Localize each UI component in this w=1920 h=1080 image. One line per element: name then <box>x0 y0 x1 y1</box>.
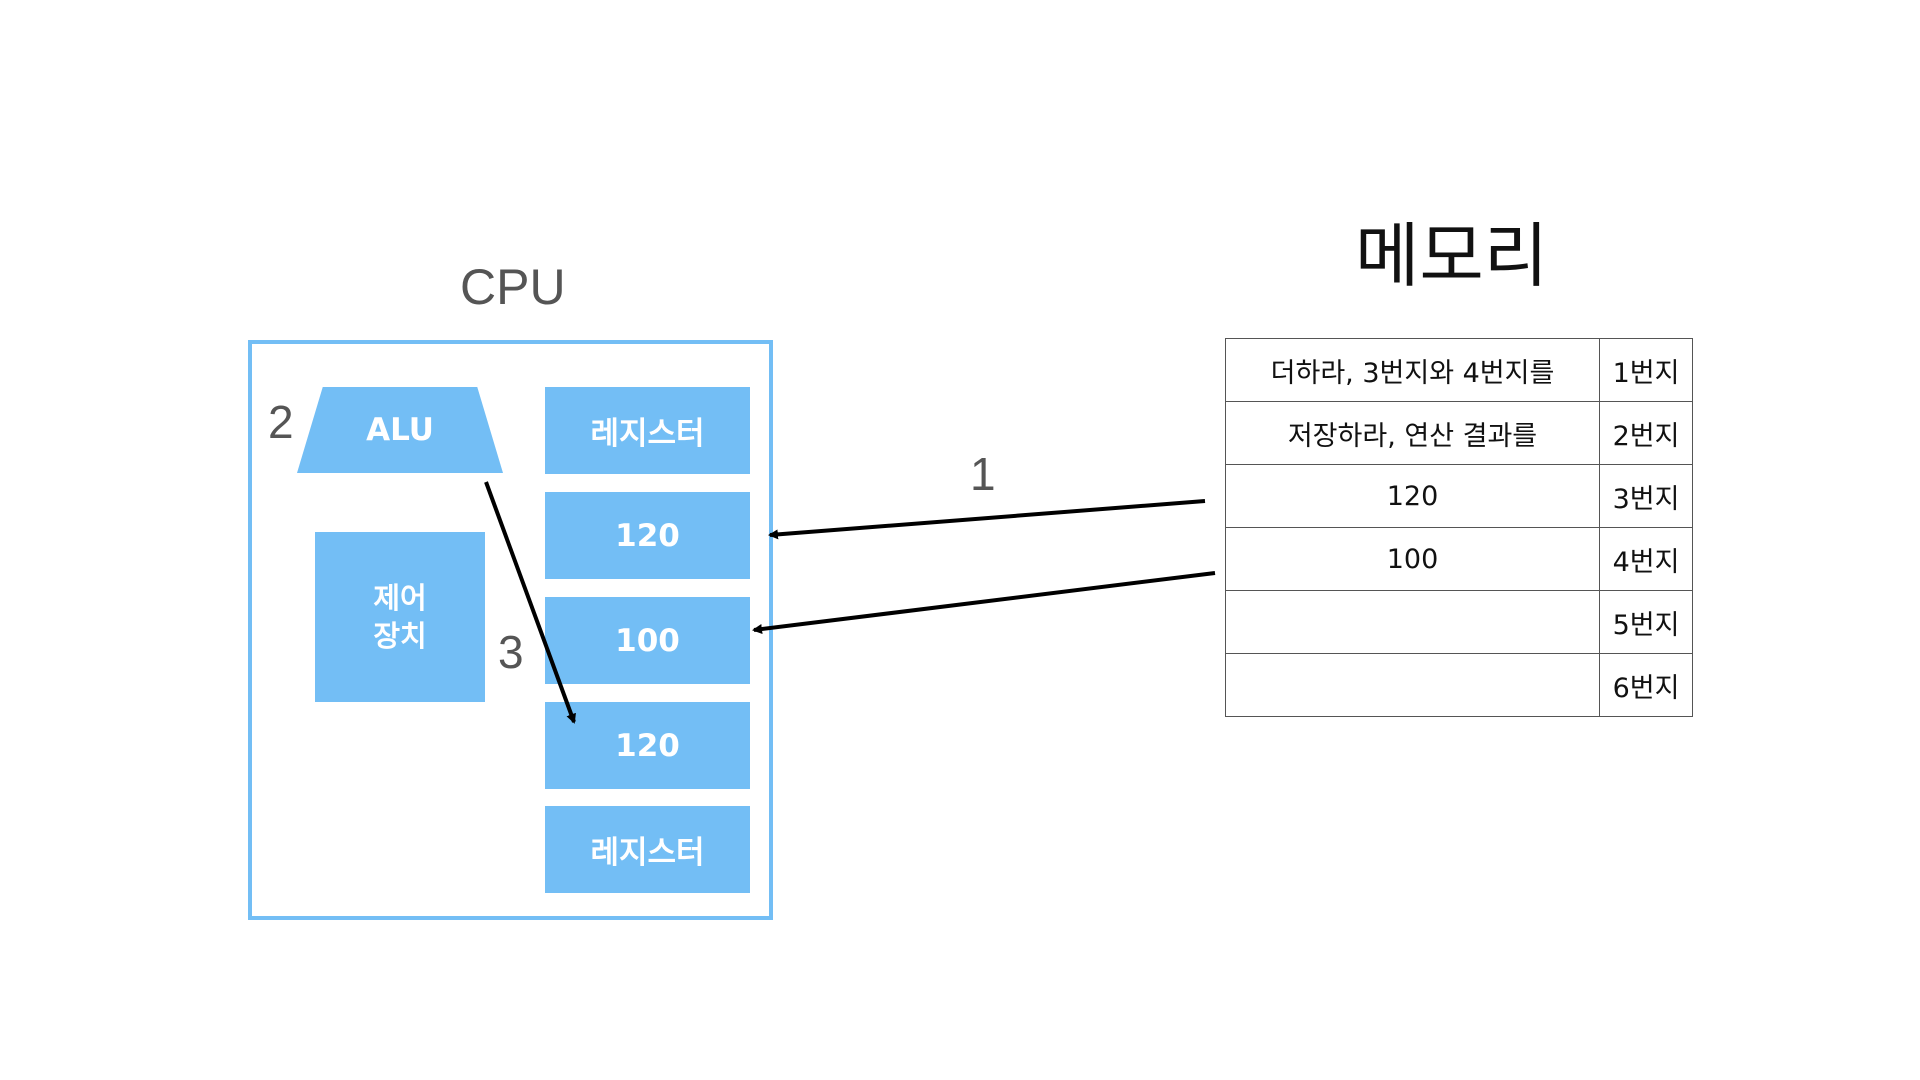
arrow-memory-4-to-register-3 <box>752 571 1216 634</box>
memory-cell-address: 6번지 <box>1599 653 1693 717</box>
arrow-memory-3-to-register-2 <box>768 499 1206 540</box>
memory-row: 5번지 <box>1225 590 1693 654</box>
register-2: 120 <box>545 492 750 579</box>
register-2-value: 120 <box>615 517 680 554</box>
memory-title: 메모리 <box>1355 215 1549 297</box>
memory-row: 더하라, 3번지와 4번지를 1번지 <box>1225 338 1693 402</box>
memory-cell-address: 5번지 <box>1599 590 1693 654</box>
register-1-label: 레지스터 <box>590 416 705 452</box>
step-2-label: 2 <box>268 396 294 448</box>
memory-row: 120 3번지 <box>1225 464 1693 528</box>
step-1-label: 1 <box>970 448 996 500</box>
memory-cell-address: 1번지 <box>1599 338 1693 402</box>
register-5-label: 레지스터 <box>590 835 705 871</box>
register-3: 100 <box>545 597 750 684</box>
memory-table: 더하라, 3번지와 4번지를 1번지 저장하라, 연산 결과를 2번지 120 … <box>1225 338 1693 717</box>
memory-cell-content: 저장하라, 연산 결과를 <box>1225 401 1600 465</box>
control-unit-label-line2: 장치 <box>373 619 427 653</box>
memory-cell-content: 더하라, 3번지와 4번지를 <box>1225 338 1600 402</box>
memory-cell-address: 3번지 <box>1599 464 1693 528</box>
register-3-value: 100 <box>615 622 680 659</box>
register-4: 120 <box>545 702 750 789</box>
memory-cell-content: 120 <box>1225 464 1600 528</box>
memory-cell-content <box>1225 653 1600 717</box>
memory-row: 6번지 <box>1225 653 1693 717</box>
register-5: 레지스터 <box>545 806 750 893</box>
memory-cell-address: 4번지 <box>1599 527 1693 591</box>
cpu-title: CPU <box>460 259 566 315</box>
memory-cell-content <box>1225 590 1600 654</box>
memory-cell-address: 2번지 <box>1599 401 1693 465</box>
memory-row: 저장하라, 연산 결과를 2번지 <box>1225 401 1693 465</box>
memory-row: 100 4번지 <box>1225 527 1693 591</box>
alu-block: ALU <box>297 387 503 473</box>
register-4-value: 120 <box>615 727 680 764</box>
register-1: 레지스터 <box>545 387 750 474</box>
step-3-label: 3 <box>498 626 524 678</box>
control-unit-block: 제어 장치 <box>315 532 485 702</box>
memory-cell-content: 100 <box>1225 527 1600 591</box>
control-unit-label-line1: 제어 <box>373 581 427 615</box>
alu-label: ALU <box>366 412 434 448</box>
